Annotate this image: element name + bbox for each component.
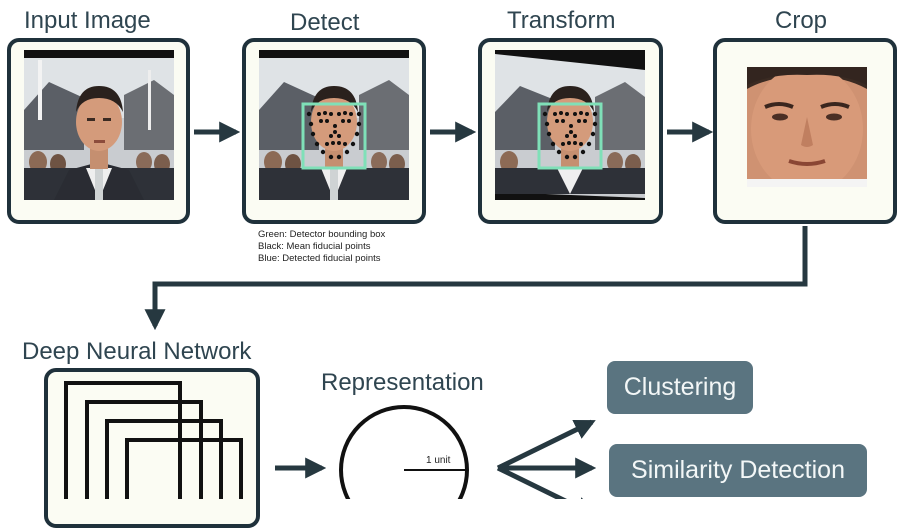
input-image-label: Input Image — [24, 7, 151, 34]
connectors-layer — [64, 121, 808, 499]
dnn-label: Deep Neural Network — [22, 338, 252, 365]
similarity-detection-label: Similarity Detection — [631, 456, 845, 484]
transform-face-photo — [495, 50, 645, 200]
portrait-illustration — [24, 50, 174, 200]
transform-label: Transform — [507, 7, 616, 34]
crop-label: Crop — [775, 7, 828, 34]
detection-legend: Green: Detector bounding box Black: Mean… — [258, 229, 385, 265]
legend-green: Green: Detector bounding box — [258, 229, 386, 240]
representation-label: Representation — [321, 369, 484, 396]
arrow-crop-to-dnn — [144, 226, 808, 331]
similarity-detection-box: Similarity Detection — [609, 444, 867, 497]
arrow-to-third-output — [496, 465, 596, 499]
aligned-portrait — [495, 50, 645, 200]
cropped-face-illustration — [747, 67, 867, 187]
detect-face-photo — [259, 50, 409, 200]
representation-sphere — [339, 405, 469, 499]
legend-blue: Blue: Detected fiducial points — [258, 253, 381, 264]
clustering-label: Clustering — [623, 373, 737, 401]
detect-label: Detect — [290, 9, 360, 36]
network-layers — [64, 381, 243, 499]
input-face-photo — [24, 50, 174, 200]
clustering-box: Clustering — [607, 361, 753, 414]
unit-label: 1 unit — [426, 455, 451, 466]
portrait-with-landmarks — [259, 50, 409, 200]
cropped-face-photo — [747, 67, 867, 187]
legend-black: Black: Mean fiducial points — [258, 241, 371, 252]
arrow-to-clustering — [496, 419, 596, 471]
